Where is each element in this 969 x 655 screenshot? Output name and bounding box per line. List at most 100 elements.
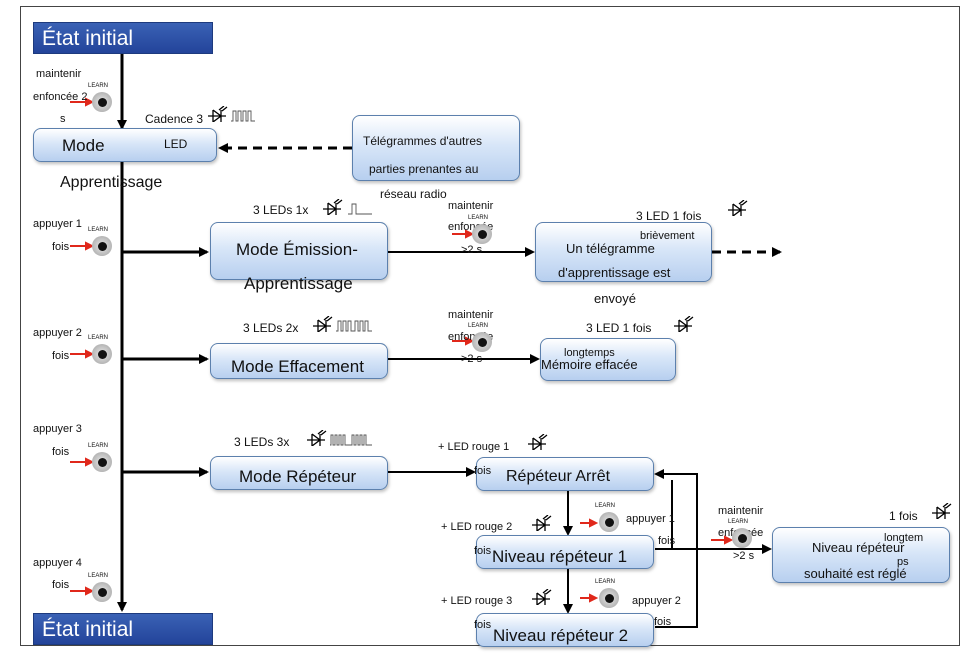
learn-button-press4[interactable]: LEARN bbox=[88, 573, 114, 604]
mode-apprentissage-led: LED bbox=[164, 137, 188, 151]
repeteur-result-led2: longtem bbox=[884, 532, 924, 544]
learn-label: LEARN bbox=[88, 83, 109, 89]
effacement-hold3: >2 s bbox=[461, 353, 483, 365]
effacement-led-label: 3 LEDs 2x bbox=[243, 321, 299, 335]
led-icon bbox=[313, 316, 333, 332]
mode-effacement-title: Mode Effacement bbox=[231, 357, 364, 376]
learn-button-press2[interactable]: LEARN bbox=[88, 335, 114, 366]
repeteur-off-title: Répéteur Arrêt bbox=[506, 468, 611, 485]
repeteur-lvl2-title: Niveau répéteur 2 bbox=[493, 626, 629, 645]
press2-line2: fois bbox=[52, 350, 70, 362]
cadence-text: Cadence 3 bbox=[145, 112, 204, 126]
press4-line1: appuyer 4 bbox=[33, 557, 82, 569]
emission-hold3: >2 s bbox=[461, 244, 483, 256]
effacement-hold1: maintenir bbox=[448, 309, 494, 321]
telegrams-box: Télégrammes d'autres parties prenantes a… bbox=[352, 115, 520, 181]
repeteur-hold1: maintenir bbox=[718, 505, 764, 517]
mode-apprentissage-title2: Apprentissage bbox=[60, 174, 163, 191]
mode-emission-box[interactable]: Mode Émission- bbox=[210, 222, 388, 280]
effacement-result-led: 3 LED 1 fois bbox=[586, 321, 652, 335]
mode-repeteur-title: Mode Répéteur bbox=[239, 467, 357, 486]
lvl2-press1: appuyer 2 bbox=[632, 595, 681, 607]
lvl1-press2: fois bbox=[658, 535, 676, 547]
learn-button-effacement[interactable]: LEARN bbox=[468, 323, 494, 354]
led-icon bbox=[532, 515, 552, 531]
mode-apprentissage-box[interactable]: Mode LED bbox=[33, 128, 217, 162]
mode-emission-title1: Mode Émission- bbox=[236, 240, 358, 259]
mode-effacement-box[interactable]: Mode Effacement bbox=[210, 343, 388, 379]
led-icon bbox=[532, 589, 552, 605]
lvl1-press1: appuyer 1 bbox=[626, 513, 675, 525]
emission-result-box: brièvement Un télégramme d'apprentissage… bbox=[535, 222, 712, 282]
led-icon bbox=[728, 200, 748, 216]
repeteur-result-led3: ps bbox=[897, 556, 909, 568]
led-icon bbox=[674, 316, 694, 332]
hold-text-3: s bbox=[60, 113, 66, 125]
repeteur-off-box[interactable]: fois Répéteur Arrêt bbox=[474, 457, 654, 491]
lvl2-loop bbox=[654, 469, 698, 628]
end-state-label: État initial bbox=[42, 618, 134, 641]
pulse-icon bbox=[336, 320, 372, 332]
repeteur-lvl1-box[interactable]: fois Niveau répéteur 1 bbox=[474, 535, 654, 569]
learn-button-hold[interactable]: LEARN bbox=[88, 83, 114, 114]
start-state-label: État initial bbox=[42, 27, 134, 50]
start-state: État initial bbox=[33, 22, 213, 54]
pulse-icon bbox=[231, 110, 255, 122]
pulse-icon bbox=[330, 434, 372, 446]
led-icon bbox=[323, 199, 343, 215]
lvl1-led: + LED rouge 2 bbox=[441, 521, 513, 533]
press1-line2: fois bbox=[52, 241, 70, 253]
press1-line1: appuyer 1 bbox=[33, 218, 82, 230]
mode-emission-title2: Apprentissage bbox=[244, 274, 353, 293]
repeteur-result-led: 1 fois bbox=[889, 509, 918, 523]
lvl2-press2: fois bbox=[654, 616, 672, 628]
repeteur-lvl1-title: Niveau répéteur 1 bbox=[492, 547, 628, 566]
learn-button-emission[interactable]: LEARN bbox=[468, 215, 494, 246]
learn-button-lvl2[interactable]: LEARN bbox=[595, 579, 621, 610]
press2-line1: appuyer 2 bbox=[33, 327, 82, 339]
emission-result-line2: d'apprentissage est bbox=[558, 265, 671, 280]
repeteur-hold3: >2 s bbox=[733, 550, 755, 562]
led-icon bbox=[307, 430, 327, 446]
learn-button-press3[interactable]: LEARN bbox=[88, 443, 114, 474]
emission-result-led: 3 LED 1 fois bbox=[636, 209, 702, 223]
effacement-result: Mémoire effacée bbox=[541, 357, 638, 372]
repeteur-result-line2: souhaité est réglé bbox=[804, 566, 907, 581]
learn-button-press1[interactable]: LEARN bbox=[88, 227, 114, 258]
hold-text-2: enfoncée 2 bbox=[33, 91, 88, 103]
emission-led-label: 3 LEDs 1x bbox=[253, 203, 309, 217]
press3-line2: fois bbox=[52, 446, 70, 458]
hold-text-1: maintenir bbox=[36, 68, 82, 80]
lvl2-led2: fois bbox=[474, 619, 492, 631]
end-state: État initial bbox=[33, 613, 213, 645]
led-icon bbox=[932, 503, 952, 519]
off-led: + LED rouge 1 bbox=[438, 441, 510, 453]
emission-hold1: maintenir bbox=[448, 200, 494, 212]
off-led2: fois bbox=[474, 465, 492, 477]
press4-line2: fois bbox=[52, 579, 70, 591]
mode-apprentissage-title: Mode bbox=[62, 136, 105, 155]
mode-repeteur-box[interactable]: Mode Répéteur bbox=[210, 456, 388, 490]
emission-result-line1: Un télégramme bbox=[566, 241, 655, 256]
telegrams-line1: Télégrammes d'autres bbox=[363, 134, 483, 148]
effacement-result-led2: longtemps bbox=[564, 347, 615, 359]
led-icon bbox=[208, 106, 228, 122]
learn-button-repeteur[interactable]: LEARN bbox=[728, 519, 754, 550]
effacement-result-box: longtemps Mémoire effacée bbox=[540, 338, 676, 381]
emission-result-line3: envoyé bbox=[594, 291, 636, 306]
lvl1-led2: fois bbox=[474, 545, 492, 557]
lvl2-led: + LED rouge 3 bbox=[441, 595, 513, 607]
learn-button-lvl1[interactable]: LEARN bbox=[595, 503, 621, 534]
repeteur-result-box: longtem Niveau répéteur ps souhaité est … bbox=[772, 527, 950, 583]
repeteur-result-line1: Niveau répéteur bbox=[812, 540, 905, 555]
telegrams-line3: réseau radio bbox=[380, 187, 447, 201]
repeteur-led-label: 3 LEDs 3x bbox=[234, 435, 290, 449]
repeteur-lvl2-box[interactable]: fois Niveau répéteur 2 bbox=[474, 613, 654, 647]
press3-line1: appuyer 3 bbox=[33, 423, 82, 435]
telegrams-line2: parties prenantes au bbox=[369, 162, 479, 176]
led-icon bbox=[528, 434, 548, 450]
emission-result-led2: brièvement bbox=[640, 230, 695, 242]
pulse-icon bbox=[348, 203, 372, 215]
